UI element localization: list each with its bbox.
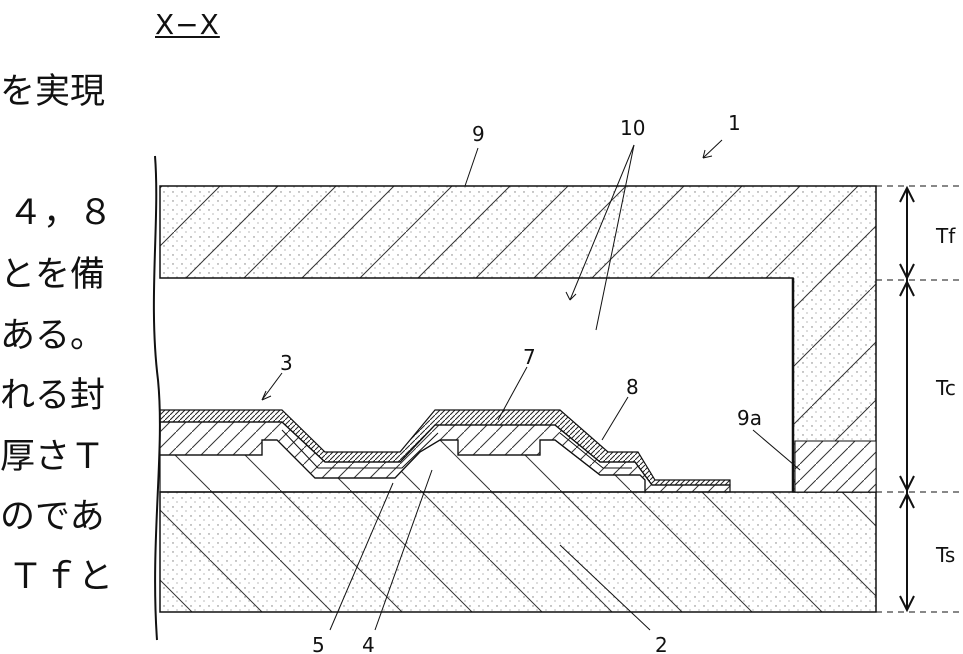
label-element: 3	[280, 351, 293, 375]
dimension-tc: Tc	[935, 376, 956, 400]
label-substrate: 2	[655, 633, 668, 654]
break-line	[154, 156, 160, 640]
label-layer-8: 8	[626, 375, 639, 399]
label-seal-edge: 9a	[737, 406, 762, 430]
label-device: 1	[728, 111, 741, 135]
label-gap: 10	[620, 116, 645, 140]
substrate-layer	[160, 492, 876, 612]
label-seal: 9	[472, 122, 485, 146]
label-layer-5: 5	[312, 633, 325, 654]
label-layer-7: 7	[523, 345, 536, 369]
dimension-ts: Ts	[935, 543, 955, 567]
seal-edge-region	[795, 441, 876, 492]
dimension-tf: Tf	[935, 224, 956, 248]
label-layer-4: 4	[362, 633, 375, 654]
